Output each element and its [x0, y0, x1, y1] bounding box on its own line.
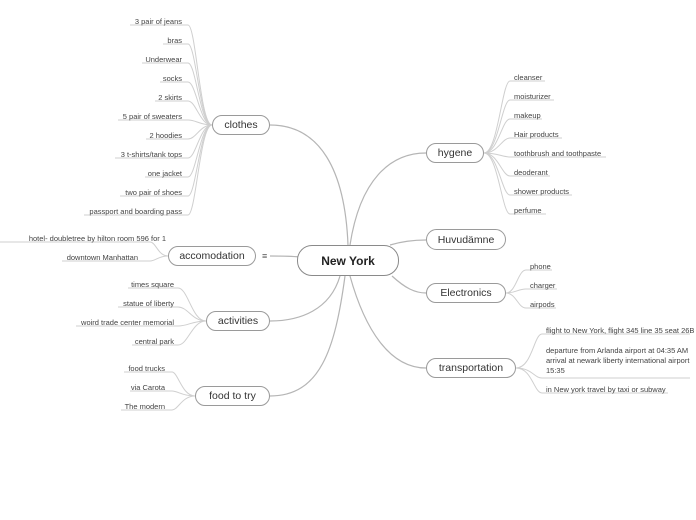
topic-hygene[interactable]: hygene [426, 143, 484, 163]
clothes-item[interactable]: 2 skirts [158, 93, 182, 102]
notes-icon[interactable]: ≡ [262, 251, 268, 261]
activities-item[interactable]: statue of liberty [123, 299, 174, 308]
transportation-item[interactable]: flight to New York, flight 345 line 35 s… [546, 326, 695, 335]
topic-transportation[interactable]: transportation [426, 358, 516, 378]
topic-huvudamne[interactable]: Huvudämne [426, 229, 506, 250]
clothes-item[interactable]: passport and boarding pass [89, 207, 182, 216]
electronics-item[interactable]: phone [530, 262, 551, 271]
topic-activities[interactable]: activities [206, 311, 270, 331]
accomodation-item[interactable]: hotel- doubletree by hilton room 596 for… [28, 234, 166, 243]
clothes-item[interactable]: 2 hoodies [149, 131, 182, 140]
transportation-item[interactable]: departure from Arlanda airport at 04:35 … [546, 346, 689, 355]
activities-item[interactable]: central park [134, 337, 174, 346]
food-item[interactable]: food trucks [128, 364, 165, 373]
electronics-item[interactable]: charger [530, 281, 556, 290]
topic-clothes[interactable]: clothes [212, 115, 270, 135]
food-item[interactable]: The modern [124, 402, 165, 411]
clothes-item[interactable]: socks [162, 74, 182, 83]
topic-electronics[interactable]: Electronics [426, 283, 506, 303]
electronics-item[interactable]: airpods [530, 300, 555, 309]
clothes-item[interactable]: two pair of shoes [125, 188, 182, 197]
accomodation-item[interactable]: downtown Manhattan [66, 253, 138, 262]
hygene-item[interactable]: Hair products [514, 130, 559, 139]
clothes-item[interactable]: 5 pair of sweaters [122, 112, 182, 121]
clothes-item[interactable]: Underwear [145, 55, 182, 64]
hygene-item[interactable]: toothbrush and toothpaste [514, 149, 602, 158]
topic-food-to-try[interactable]: food to try [195, 386, 270, 406]
clothes-item[interactable]: one jacket [147, 169, 182, 178]
clothes-item[interactable]: 3 pair of jeans [134, 17, 182, 26]
transportation-item[interactable]: arrival at newark liberty international … [546, 356, 690, 365]
food-item[interactable]: via Carota [130, 383, 165, 392]
activities-item[interactable]: times square [131, 280, 174, 289]
transportation-item[interactable]: in New york travel by taxi or subway [546, 385, 666, 394]
hygene-item[interactable]: shower products [514, 187, 570, 196]
clothes-item[interactable]: bras [167, 36, 182, 45]
hygene-item[interactable]: cleanser [514, 73, 543, 82]
hygene-item[interactable]: moisturizer [514, 92, 551, 101]
clothes-item[interactable]: 3 t-shirts/tank tops [120, 150, 182, 159]
hygene-item[interactable]: perfume [514, 206, 542, 215]
topic-accomodation[interactable]: accomodation [168, 246, 256, 266]
hygene-item[interactable]: deoderant [514, 168, 548, 177]
hygene-item[interactable]: makeup [514, 111, 541, 120]
central-topic[interactable]: New York [297, 245, 399, 276]
transportation-item[interactable]: 15:35 [546, 366, 565, 375]
activities-item[interactable]: woird trade center memorial [81, 318, 174, 327]
